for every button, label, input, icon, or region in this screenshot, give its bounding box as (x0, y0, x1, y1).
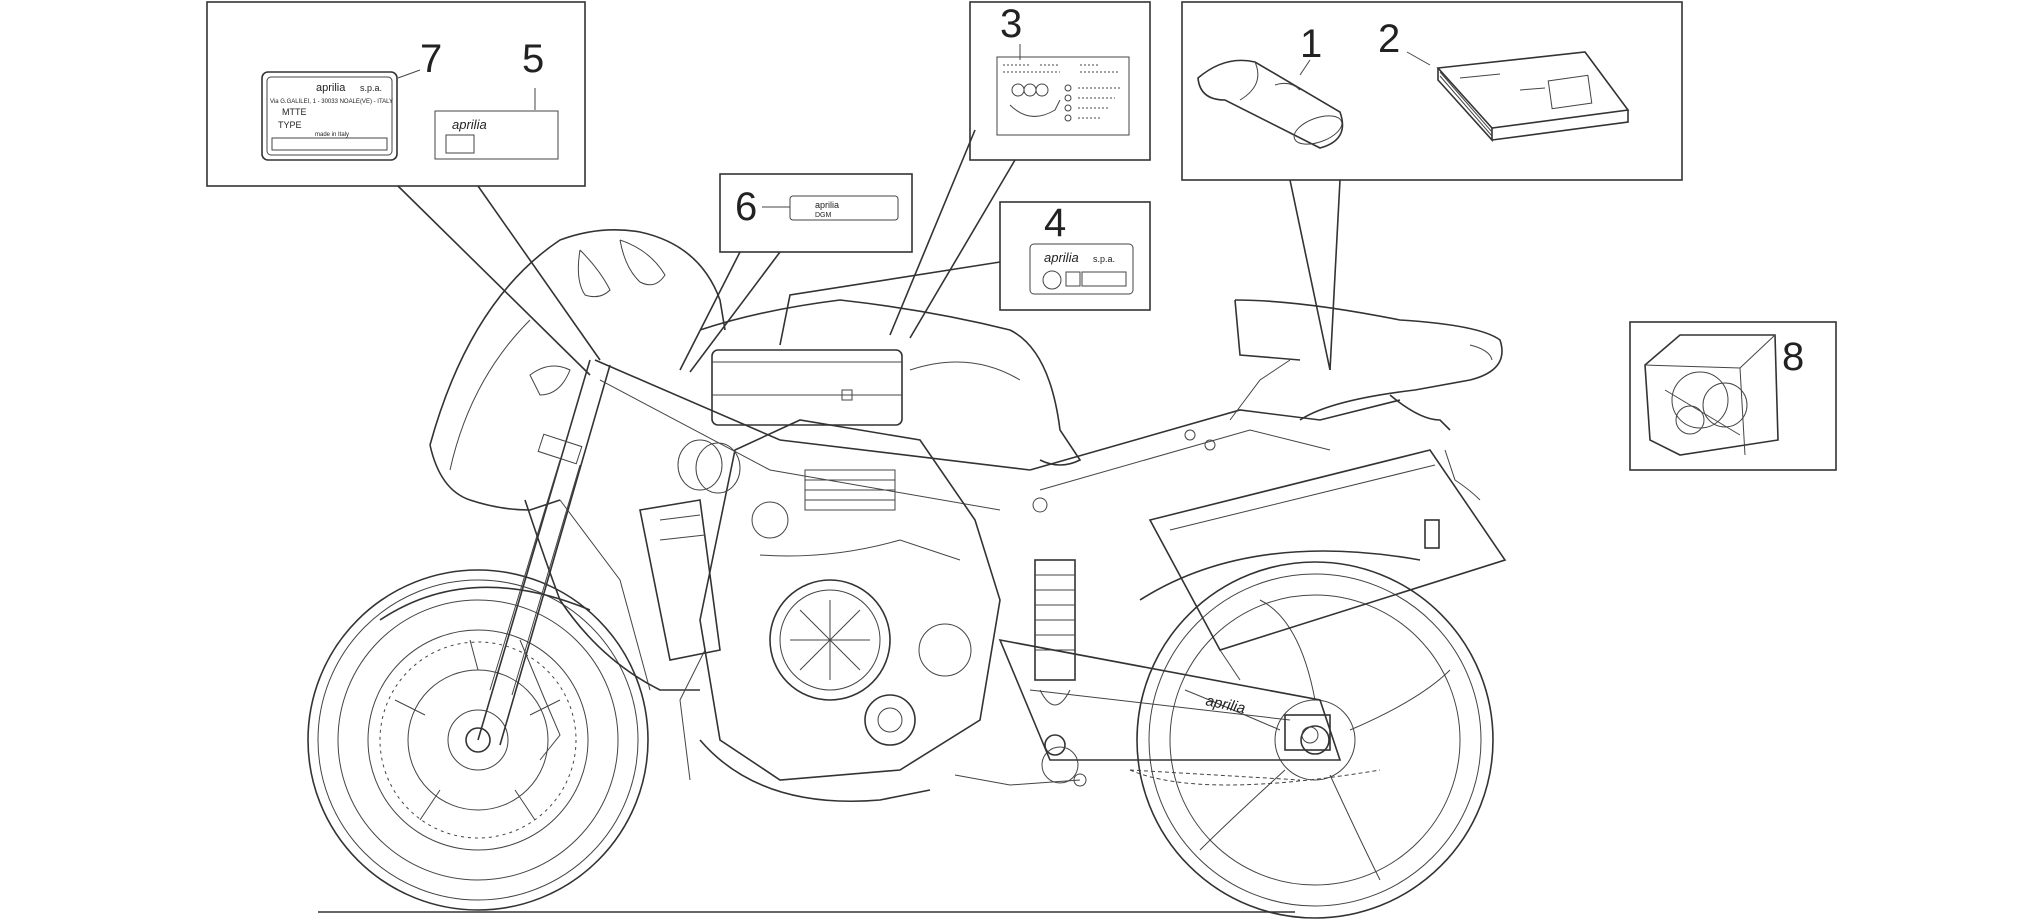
plate-5-brand: aprilia (452, 117, 487, 132)
decal-kit (1644, 334, 1779, 456)
callout-2: 2 (1378, 17, 1400, 61)
plate-7-brand: aprilia (316, 82, 346, 94)
engine (639, 419, 1001, 803)
callout-6: 6 (735, 185, 757, 229)
callout-box-4: aprilia s.p.a. 4 (779, 201, 1151, 346)
pointer-2 (1329, 179, 1341, 371)
pointer-3a (889, 129, 976, 336)
front-wheel (307, 569, 649, 911)
plate-4-suffix: s.p.a. (1093, 254, 1115, 264)
callout-4: 4 (1044, 201, 1066, 245)
plate-7-line2: TYPE (278, 120, 302, 130)
pointer-7 (397, 185, 591, 376)
rear-wheel (1136, 561, 1494, 919)
pointer-6a (679, 251, 741, 371)
leader-7 (397, 69, 421, 79)
callout-box-3: 3 (889, 1, 1151, 339)
pointer-6b (689, 251, 781, 373)
callout-5: 5 (522, 37, 544, 81)
fuel-tank (699, 299, 1082, 466)
seat-and-tail (1234, 299, 1503, 549)
callout-8: 8 (1782, 335, 1804, 379)
motorcycle-drawing: aprilia (307, 228, 1507, 919)
callout-3: 3 (1000, 2, 1022, 46)
callout-box-6: aprilia DGM 6 (679, 173, 913, 373)
plate-7-footer: made in Italy (315, 132, 349, 138)
exhaust-canister (1148, 449, 1507, 681)
front-fork (477, 359, 611, 761)
callout-box-1-2: 1 2 (1181, 1, 1683, 371)
callout-7: 7 (420, 37, 442, 81)
plate-5: aprilia (434, 110, 559, 160)
owner-manual (1436, 51, 1630, 143)
front-fairing (429, 228, 726, 691)
callout-box-7-5: aprilia s.p.a. Via G.GALILEI, 1 - 30033 … (206, 1, 601, 376)
plate-7-suffix: s.p.a. (360, 83, 382, 93)
pointer-4 (779, 261, 1001, 346)
callout-1: 1 (1300, 22, 1322, 66)
chain-area (954, 746, 1087, 787)
plate-7-line1: MTTE (282, 107, 307, 117)
plate-4-brand: aprilia (1044, 250, 1079, 265)
pointer-3b (909, 159, 1016, 339)
plate-6-brand: aprilia (815, 200, 839, 210)
rear-suspension (998, 559, 1381, 786)
plate-6-sub: DGM (815, 212, 832, 219)
swingarm-decal: aprilia (1204, 692, 1247, 717)
pointer-1 (1289, 179, 1331, 371)
plate-7-address: Via G.GALILEI, 1 - 30033 NOALE(VE) - ITA… (270, 99, 393, 105)
callout-box-8: 8 (1629, 321, 1837, 471)
plate-7: aprilia s.p.a. Via G.GALILEI, 1 - 30033 … (261, 71, 398, 161)
pointer-5 (477, 185, 601, 361)
tool-pouch (1197, 59, 1344, 149)
frame (594, 359, 1401, 513)
